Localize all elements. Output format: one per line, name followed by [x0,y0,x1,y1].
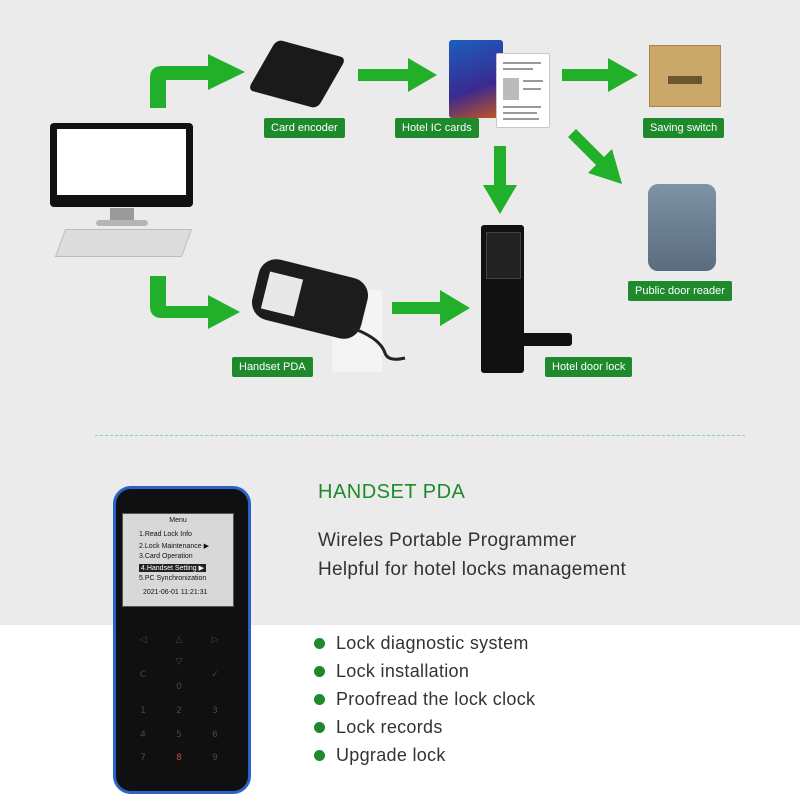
hotel-card-blue [449,40,503,118]
pda-key-c: C [139,670,147,680]
pda-key-0: 0 [176,682,182,692]
pda-key-9: 9 [212,753,218,763]
pda-menu-title: Menu [169,517,187,524]
pda-key-7: 7 [140,753,146,763]
label-hotel-ic-cards: Hotel IC cards [395,118,479,138]
bullet-dot-icon [314,750,325,761]
computer-screen [57,129,186,195]
pda-key-3: 3 [212,706,218,716]
product-title: HANDSET PDA [318,481,466,503]
bullet-dot-icon [314,722,325,733]
feature-text: Upgrade lock [336,745,446,765]
pda-key-4: 4 [140,730,146,740]
pda-key-up: △ [175,635,183,645]
feature-item: Lock diagnostic system [314,633,529,654]
pda-key-left: ◁ [139,635,147,645]
label-public-door-reader: Public door reader [628,281,732,301]
pda-key-8: 8 [176,753,182,763]
pda-key-2: 2 [176,706,182,716]
pda-key-right: ▷ [211,635,219,645]
pda-key-down: ▽ [175,657,183,667]
bullet-dot-icon [314,694,325,705]
pda-cable [351,326,406,361]
label-handset-pda: Handset PDA [232,357,313,377]
arrow-computer-to-pda [150,276,240,329]
feature-text: Lock records [336,717,443,737]
pda-key-5: 5 [176,730,182,740]
arrow-pda-to-lock [392,290,470,326]
arrow-cards-to-reader [568,129,622,184]
computer-stand-base [96,220,148,226]
computer-keyboard [54,229,193,257]
feature-item: Upgrade lock [314,745,446,766]
arrow-cards-to-switch [562,58,638,92]
product-subtitle-line-1: Wireles Portable Programmer [318,530,577,551]
pda-menu-item: 2.Lock Maintenance ▶ [139,543,209,550]
feature-text: Lock diagnostic system [336,633,529,653]
pda-menu-item-selected: 4.Handset Setting ▶ [139,564,206,572]
feature-item: Proofread the lock clock [314,689,535,710]
computer-stand [110,208,134,222]
door-lock-panel [486,232,521,279]
bullet-dot-icon [314,638,325,649]
label-hotel-door-lock: Hotel door lock [545,357,633,377]
pda-key-ok: ✓ [211,670,219,680]
public-door-reader-device [648,184,716,271]
feature-text: Lock installation [336,661,470,681]
feature-item: Lock installation [314,661,469,682]
door-lock-handle [512,333,572,346]
flow-arrows [150,54,638,329]
hotel-card-white [496,53,550,128]
arrow-computer-to-encoder [150,54,245,108]
pda-datetime: 2021-06-01 11:21:31 [143,589,208,596]
pda-key-1: 1 [140,706,146,716]
arrow-cards-to-lock [483,146,517,214]
bullet-dot-icon [314,666,325,677]
pda-menu-item: 1.Read Lock Info [139,531,192,538]
feature-item: Lock records [314,717,443,738]
pda-screen: Menu 1.Read Lock Info 2.Lock Maintenance… [122,513,234,607]
pda-menu-item: 5.PC Synchronization [139,575,207,582]
saving-switch-device [649,45,721,107]
label-saving-switch: Saving switch [643,118,725,138]
section-divider [95,435,745,436]
arrow-encoder-to-cards [358,58,437,92]
pda-menu-item: 3.Card Operation [139,553,193,560]
feature-text: Proofread the lock clock [336,689,536,709]
label-card-encoder: Card encoder [264,118,345,138]
product-subtitle-line-2: Helpful for hotel locks management [318,559,627,580]
pda-key-6: 6 [212,730,218,740]
